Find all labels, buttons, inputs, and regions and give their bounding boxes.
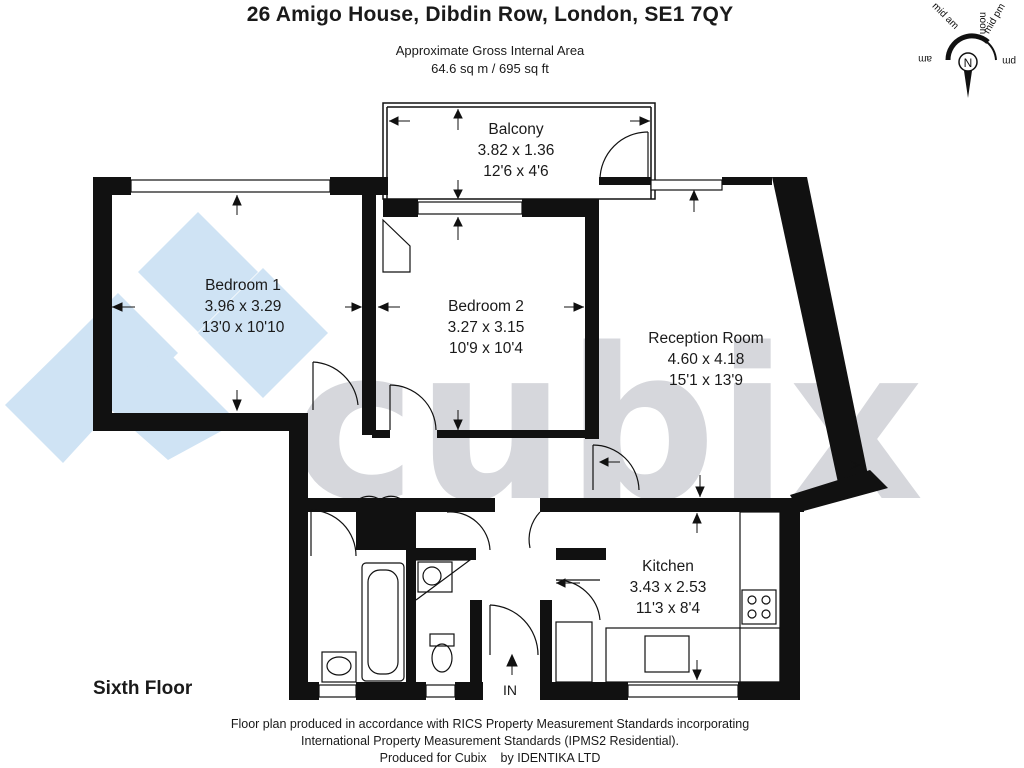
compass-label-am: am bbox=[918, 53, 932, 64]
room-imperial: 11'3 x 8'4 bbox=[635, 600, 701, 617]
kitchen-sink bbox=[644, 635, 690, 673]
doors bbox=[310, 131, 649, 656]
compass-label-mid-am: mid am bbox=[930, 1, 961, 32]
fixtures bbox=[321, 511, 781, 683]
compass-rose: N pm mid pm noon mid am am bbox=[918, 1, 1016, 98]
room-imperial: 12'6 x 4'6 bbox=[483, 163, 549, 180]
room-metric: 3.43 x 2.53 bbox=[629, 579, 707, 596]
compass-label-pm: pm bbox=[1002, 55, 1016, 66]
room-name: Bedroom 2 bbox=[448, 298, 524, 315]
hand-basin bbox=[417, 561, 453, 593]
footer-line-1: Floor plan produced in accordance with R… bbox=[230, 717, 750, 731]
room-name: Bedroom 1 bbox=[205, 277, 281, 294]
walls bbox=[93, 177, 888, 700]
entrance-label: IN bbox=[503, 682, 517, 698]
room-metric: 3.82 x 1.36 bbox=[477, 142, 555, 159]
footer-line-2: International Property Measurement Stand… bbox=[301, 734, 679, 748]
watermark-diamonds bbox=[5, 212, 328, 463]
room-name: Reception Room bbox=[648, 330, 764, 347]
room-metric: 3.96 x 3.29 bbox=[204, 298, 282, 315]
room-imperial: 15'1 x 13'9 bbox=[668, 372, 743, 389]
basin bbox=[321, 651, 357, 683]
room-kitchen: Kitchen 3.43 x 2.53 11'3 x 8'4 bbox=[608, 556, 728, 619]
windows bbox=[130, 179, 739, 698]
room-metric: 4.60 x 4.18 bbox=[667, 351, 745, 368]
area-value: 64.6 sq m / 695 sq ft bbox=[431, 61, 549, 76]
room-balcony: Balcony 3.82 x 1.36 12'6 x 4'6 bbox=[466, 119, 566, 182]
room-bedroom-2: Bedroom 2 3.27 x 3.15 10'9 x 10'4 bbox=[426, 296, 546, 359]
room-name: Balcony bbox=[488, 121, 544, 138]
dimension-lines bbox=[111, 108, 861, 681]
room-reception: Reception Room 4.60 x 4.18 15'1 x 13'9 bbox=[626, 328, 786, 391]
bathtub bbox=[361, 562, 405, 682]
room-bedroom-1: Bedroom 1 3.96 x 3.29 13'0 x 10'10 bbox=[183, 275, 303, 338]
floor-label: Sixth Floor bbox=[93, 678, 193, 699]
wc bbox=[429, 633, 455, 647]
room-name: Kitchen bbox=[642, 558, 694, 575]
north-marker bbox=[958, 52, 978, 72]
hob bbox=[741, 589, 777, 625]
room-imperial: 13'0 x 10'10 bbox=[201, 319, 285, 336]
property-title: 26 Amigo House, Dibdin Row, London, SE1 … bbox=[246, 3, 734, 26]
compass-label-noon: noon bbox=[977, 12, 988, 34]
footer-line-3: Produced for Cubix by IDENTIKA LTD bbox=[379, 751, 601, 765]
area-label: Approximate Gross Internal Area bbox=[395, 43, 585, 58]
north-letter: N bbox=[964, 56, 973, 70]
room-metric: 3.27 x 3.15 bbox=[447, 319, 525, 336]
kitchen-worktop bbox=[605, 627, 781, 683]
room-imperial: 10'9 x 10'4 bbox=[448, 340, 523, 357]
